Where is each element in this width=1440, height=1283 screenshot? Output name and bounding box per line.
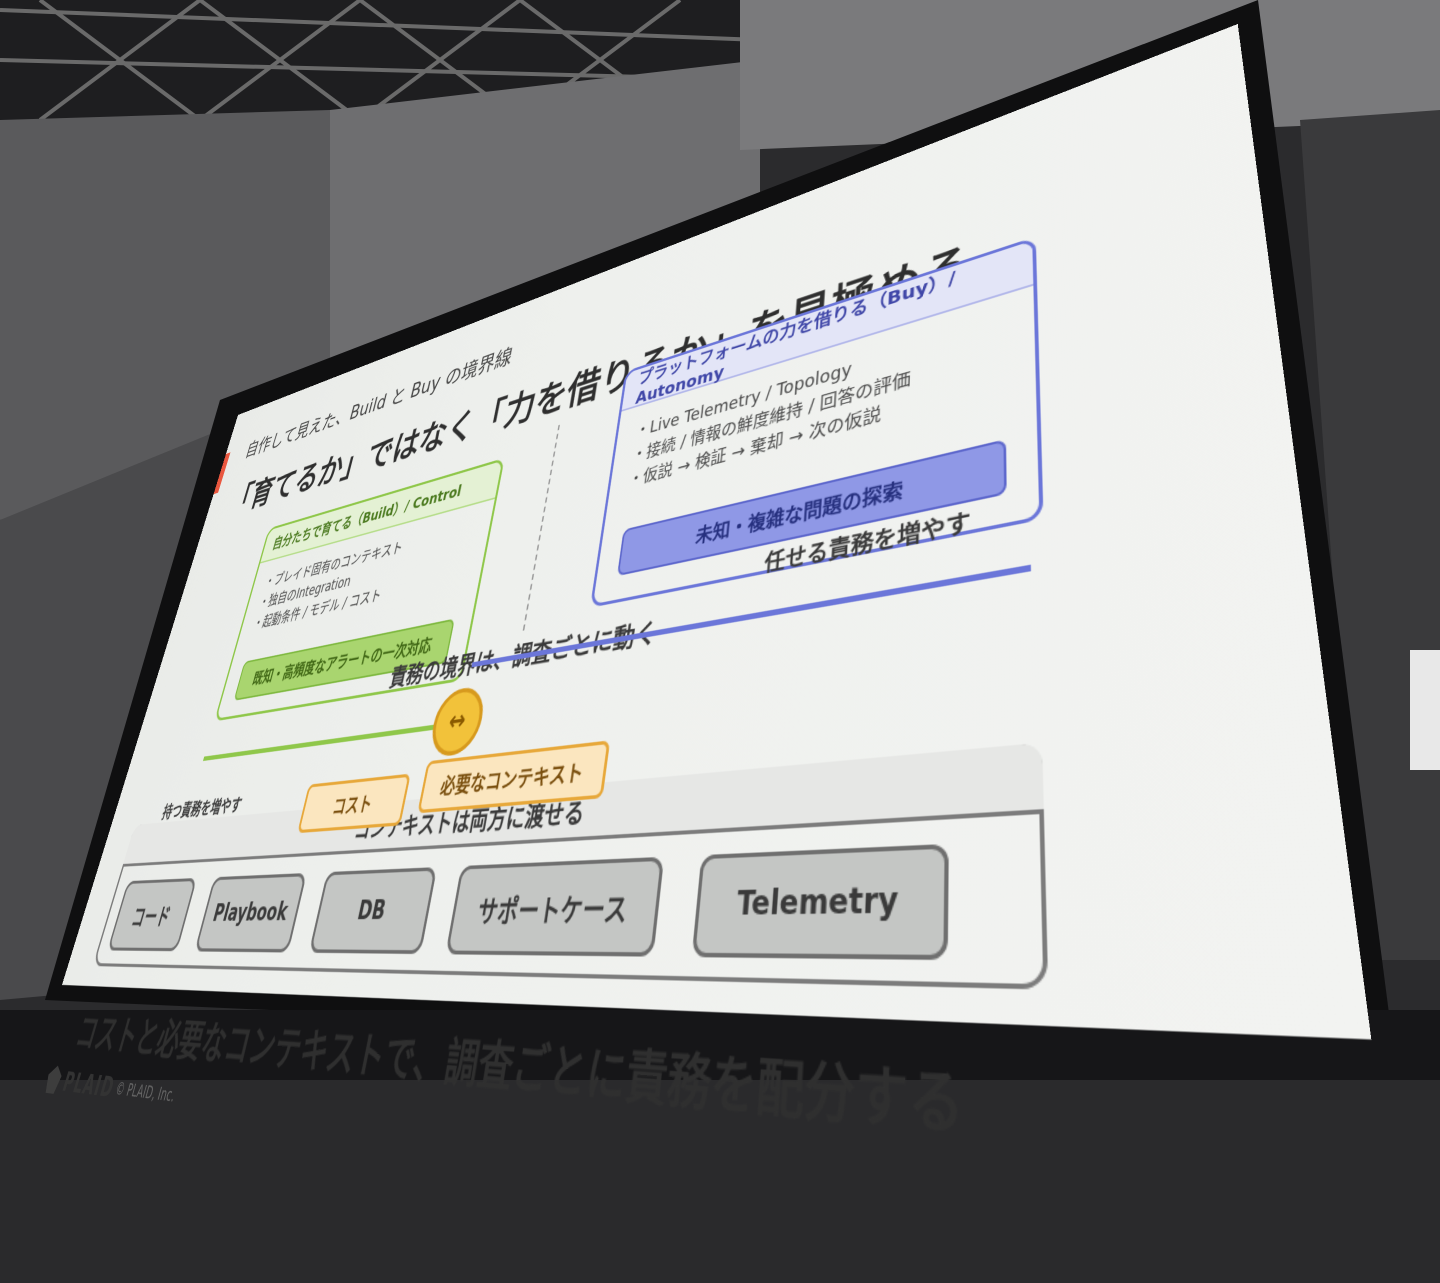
cost-tag: コスト [297, 774, 411, 834]
context-chip: サポートケース [445, 857, 664, 957]
context-chip: DB [309, 867, 437, 954]
logo-text: PLAID [60, 1066, 119, 1104]
copyright: © PLAID, Inc. [113, 1078, 177, 1106]
build-range-line [203, 724, 442, 761]
dashed-divider [523, 425, 560, 631]
context-chip: Telemetry [692, 844, 949, 960]
side-panel [1410, 650, 1440, 770]
buy-range-line [471, 565, 1031, 668]
boundary-handle-icon: ↔ [427, 684, 488, 758]
context-chip: Playbook [194, 873, 307, 953]
